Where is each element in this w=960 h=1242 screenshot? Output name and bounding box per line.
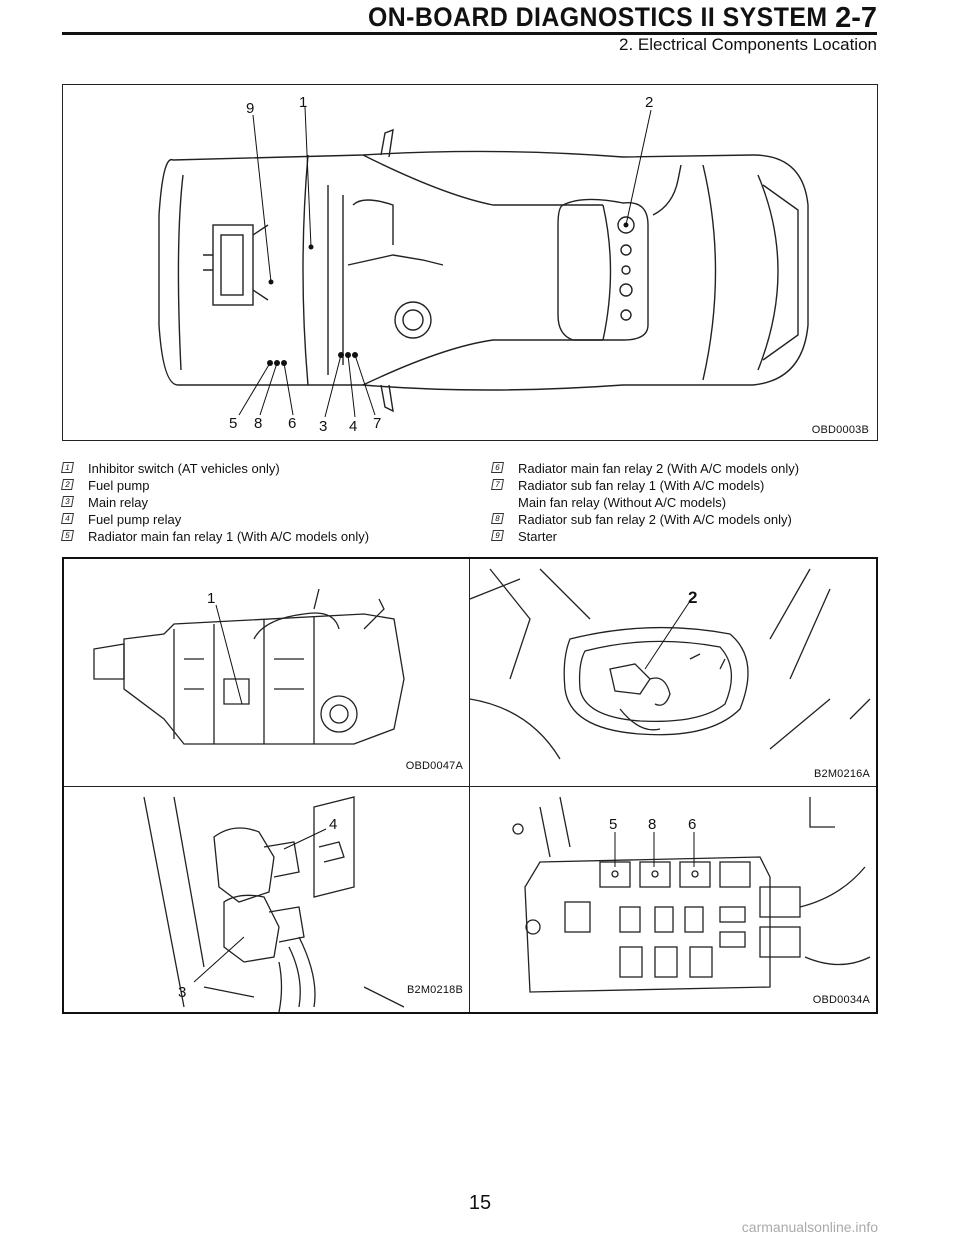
callout-2: 2 [688,588,697,607]
callout-1: 1 [207,590,215,607]
figure-code: OBD0003B [811,424,869,436]
legend-number: 4 [61,513,74,524]
legend-text: Main fan relay (Without A/C models) [518,495,727,510]
callout-8: 8 [254,415,262,432]
legend-text: Radiator sub fan relay 2 (With A/C model… [518,512,792,527]
callout-3: 3 [178,984,186,1001]
legend-text: Inhibitor switch (AT vehicles only) [88,461,280,476]
legend-item: 6 Radiator main fan relay 2 (With A/C mod… [491,460,800,477]
legend-item: 1 Inhibitor switch (AT vehicles only) [61,460,369,477]
legend-item: Main fan relay (Without A/C models) [492,494,799,511]
callout-4: 4 [329,816,337,833]
callout-9: 9 [246,100,254,117]
legend-item: 2 Fuel pump [61,477,369,494]
legend-item: 3 Main relay [61,494,369,511]
inhibitor-switch-figure: 1 OBD0047A [64,559,470,787]
figure-code: B2M0218B [406,984,463,996]
legend-number: 6 [491,462,504,473]
callout-6: 6 [288,415,296,432]
transmission-illustration: 1 [93,588,405,745]
callout-2: 2 [645,94,653,111]
callout-5: 5 [229,415,237,432]
page-number: 15 [468,1192,492,1214]
detail-figures-grid: 1 OBD0047A 2 B2M0216A [62,557,878,1014]
main-relay-figure: 4 3 B2M0218B [64,787,470,1012]
callout-6: 6 [688,816,696,833]
legend-item: 8 Radiator sub fan relay 2 (With A/C mode… [491,511,799,528]
callout-8: 8 [648,816,656,833]
legend-text: Fuel pump relay [88,512,182,527]
header-rule [62,32,877,35]
vehicle-overview-figure: 9 1 2 5 8 6 3 4 7 OBD0003B [62,84,878,441]
legend-number: 2 [61,479,74,490]
legend-number: 5 [61,530,74,541]
fuel-pump-illustration: 2 [470,568,871,760]
legend-text: Radiator main fan relay 1 (With A/C mode… [88,529,370,544]
legend-number: 7 [491,479,504,490]
legend-item: 9 Starter [491,528,799,545]
legend-text: Radiator sub fan relay 1 (With A/C model… [518,478,765,493]
callout-1: 1 [299,94,307,111]
legend-number: 9 [491,530,504,541]
legend-text: Radiator main fan relay 2 (With A/C mode… [518,461,800,476]
legend-right: 6 Radiator main fan relay 2 (With A/C mod… [491,460,800,545]
legend-item: 4 Fuel pump relay [61,511,369,528]
callout-5: 5 [609,816,617,833]
callout-3: 3 [319,418,327,435]
legend-text: Starter [518,529,558,544]
page-subtitle: 2. Electrical Components Location [619,35,877,54]
legend-text: Fuel pump [88,478,150,493]
vehicle-top-view-illustration: 9 1 2 5 8 6 3 4 7 [158,94,809,435]
callout-7: 7 [373,415,381,432]
relay-box-illustration: 5 8 6 [512,796,871,993]
relay-illustration: 4 3 [143,796,405,1012]
fuel-pump-figure: 2 B2M0216A [470,559,876,787]
figure-code: B2M0216A [813,768,870,780]
figure-code: OBD0034A [812,994,870,1006]
page-title: ON-BOARD DIAGNOSTICS II SYSTEM [368,2,828,32]
section-number: 2-7 [835,2,877,34]
legend-item: 5 Radiator main fan relay 1 (With A/C mod… [61,528,370,545]
legend-number: 8 [491,513,504,524]
figure-code: OBD0047A [405,760,463,772]
legend-text: Main relay [88,495,148,510]
relay-box-figure: 5 8 6 OBD0034A [470,787,876,1012]
legend-item: 7 Radiator sub fan relay 1 (With A/C mode… [491,477,799,494]
page-header: ON-BOARD DIAGNOSTICS II SYSTEM 2-7 2. El… [0,0,960,60]
callout-4: 4 [349,418,357,435]
legend-number: 3 [61,496,74,507]
legend-number: 1 [61,462,74,473]
watermark: carmanualsonline.info [741,1219,878,1235]
